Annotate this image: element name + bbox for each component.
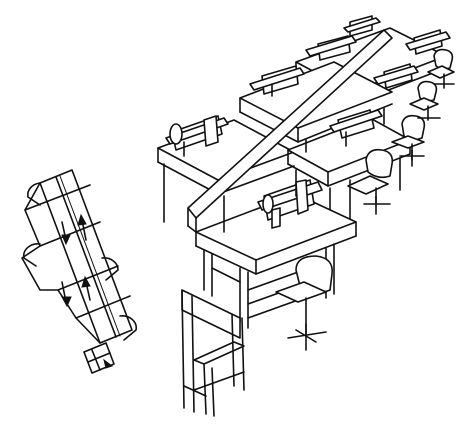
workstation-layout-plan-icon <box>21 169 138 374</box>
swivel-chair-icon <box>391 114 426 167</box>
divider-board <box>187 29 393 233</box>
sewing-machine-icon <box>165 115 229 157</box>
arrow-down-icon <box>61 281 72 308</box>
sewing-machine-icon <box>405 29 451 55</box>
swivel-chair-icon <box>347 148 394 215</box>
sewing-workstation-island-icon <box>157 15 455 417</box>
sewing-machine-icon <box>373 63 419 89</box>
swivel-chair-icon <box>427 48 455 89</box>
arrow-up-icon <box>77 213 87 241</box>
swivel-chair-icon <box>275 255 333 351</box>
middle-right-table <box>287 109 411 229</box>
front-table <box>195 179 357 329</box>
arrow-down-icon <box>61 221 71 246</box>
sewing-machine-icon <box>257 179 323 229</box>
arrow-up-icon <box>81 275 91 301</box>
sewing-machine-icon <box>329 109 383 147</box>
table-legs <box>223 107 385 233</box>
sewing-machine-icon <box>305 35 357 61</box>
sewing-machine-icon <box>249 65 305 97</box>
front-chair <box>181 289 245 417</box>
sewing-machine-icon <box>343 15 381 37</box>
swivel-chair-icon <box>409 80 441 121</box>
middle-left-table <box>157 115 295 223</box>
